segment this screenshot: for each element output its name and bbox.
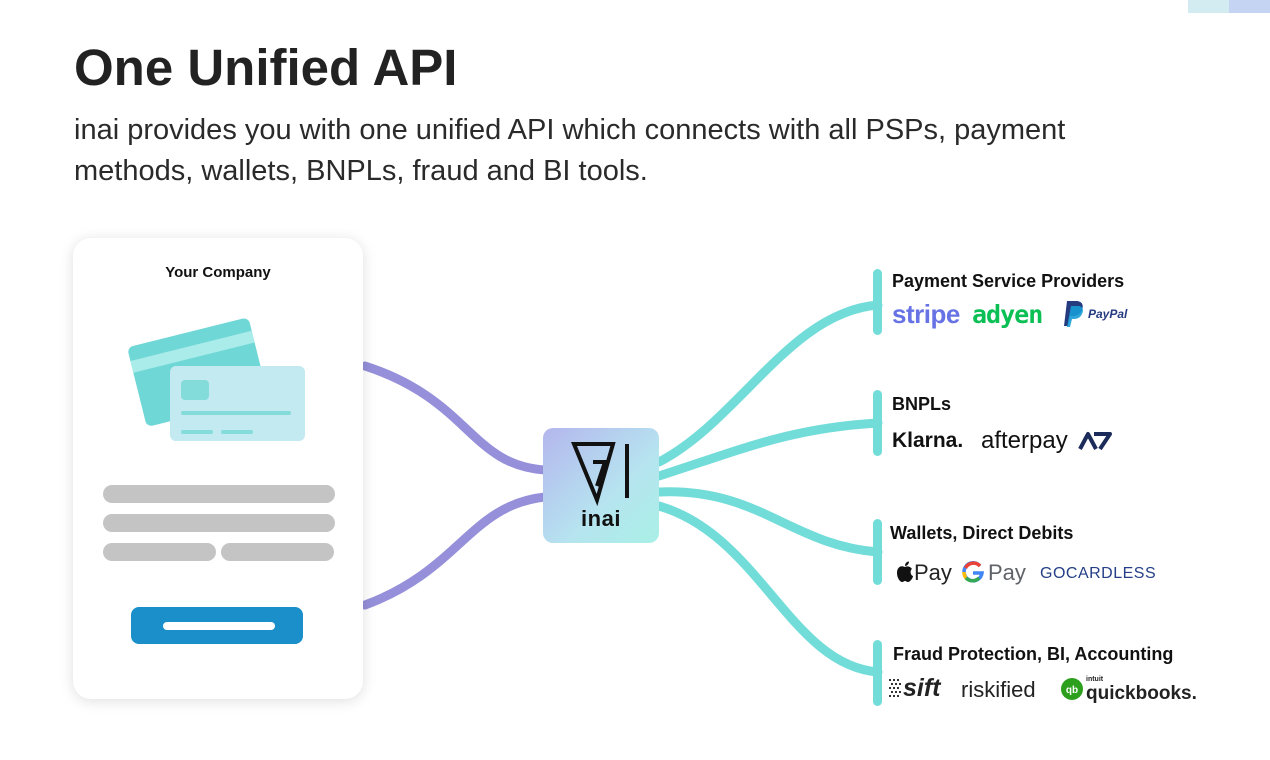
corner-accent-blue: [1229, 0, 1270, 13]
group-title-psp: Payment Service Providers: [892, 271, 1125, 291]
connector-fraud: [654, 501, 883, 677]
sift-dots-icon: [889, 679, 901, 697]
connector-upper-left: [360, 361, 550, 475]
company-card: Your Company: [73, 238, 363, 699]
bnpl-bar: [873, 390, 882, 456]
riskified-logo: riskified: [961, 677, 1036, 702]
form-placeholder-line-3b: [221, 543, 334, 561]
connector-psp: [654, 300, 883, 467]
connector-lower-left: [360, 492, 550, 610]
form-placeholder-line-2: [103, 514, 335, 532]
connector-wallets: [654, 487, 883, 557]
pay-button-label-placeholder: [163, 622, 275, 630]
quickbooks-icon: qb: [1061, 678, 1083, 700]
inai-wordmark: inai: [581, 506, 621, 531]
google-pay-logo: Pay: [988, 560, 1026, 585]
sift-logo: sift: [903, 674, 941, 702]
wallets-bar: [873, 519, 882, 585]
intuit-wordmark: intuit: [1086, 676, 1104, 683]
paypal-logo: PayPal: [1088, 308, 1127, 320]
stripe-logo: stripe: [892, 299, 960, 329]
klarna-logo: Klarna.: [892, 429, 964, 452]
gocardless-logo: GOCARDLESS: [1040, 565, 1157, 582]
apple-pay-logo: Pay: [914, 560, 952, 585]
group-title-bnpl: BNPLs: [892, 394, 952, 414]
quickbooks-wordmark: quickbooks.: [1086, 683, 1197, 704]
company-label: Your Company: [165, 264, 271, 281]
credit-card-icon: [128, 318, 305, 441]
inai-logo-icon: [571, 442, 629, 506]
google-g-icon: [962, 561, 984, 583]
quickbooks-logo: intuit quickbooks.: [1062, 676, 1197, 703]
paypal-icon: [1064, 301, 1083, 327]
psp-bar: [873, 269, 882, 335]
group-title-fraud: Fraud Protection, BI, Accounting: [893, 644, 1174, 664]
group-title-wallets: Wallets, Direct Debits: [890, 523, 1074, 543]
page-title: One Unified API: [74, 39, 458, 96]
fraud-bar: [873, 640, 882, 706]
adyen-logo: adyen: [972, 300, 1043, 329]
afterpay-icon: [1078, 432, 1112, 451]
form-placeholder-line-3a: [103, 543, 216, 561]
inai-hub: inai: [543, 428, 659, 543]
apple-icon: [897, 561, 913, 582]
page-subtitle: inai provides you with one unified API w…: [74, 114, 1066, 187]
form-placeholder-line-1: [103, 485, 335, 503]
corner-accent-teal: [1188, 0, 1229, 13]
pay-button[interactable]: [131, 607, 303, 644]
paypal-wordmark: PayPal: [1088, 307, 1128, 321]
svg-text:qb: qb: [1066, 685, 1078, 696]
connector-bnpl: [654, 418, 883, 481]
afterpay-logo: afterpay: [981, 427, 1068, 454]
